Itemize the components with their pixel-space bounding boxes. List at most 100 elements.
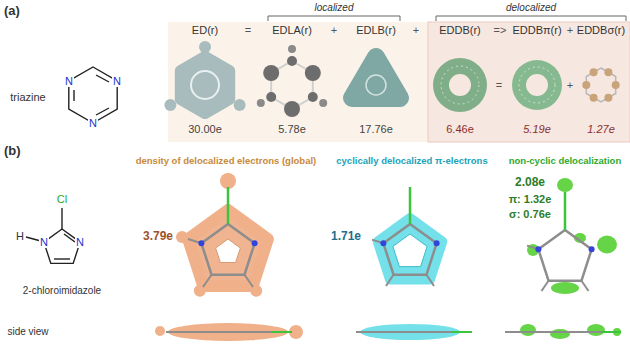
atom-symbol: H bbox=[16, 230, 24, 243]
electron-count: 5.78e bbox=[278, 123, 306, 136]
atom-symbol: N bbox=[39, 236, 49, 249]
non-cyclic-density bbox=[551, 282, 579, 294]
molecule-skeleton bbox=[383, 224, 436, 275]
atom-symbol: N bbox=[64, 75, 74, 88]
hydrogen-bond-stick bbox=[542, 281, 549, 291]
localized-density bbox=[266, 92, 276, 102]
localized-density bbox=[287, 56, 297, 66]
atom-symbol: N bbox=[75, 236, 85, 249]
hydrogen-bond-stick bbox=[245, 275, 254, 287]
sigma-density bbox=[582, 81, 590, 89]
surface-highlight bbox=[366, 75, 386, 95]
panel-letter: (a) bbox=[4, 4, 20, 19]
hydrogen-bond-stick bbox=[203, 275, 212, 287]
sigma-density bbox=[612, 81, 620, 89]
side-view-density bbox=[520, 324, 536, 336]
nitrogen-atom bbox=[589, 246, 595, 252]
electron-count: 17.76e bbox=[359, 123, 393, 136]
localized-density bbox=[305, 65, 321, 81]
group-heading: delocalized bbox=[506, 2, 556, 14]
electron-count: 30.00e bbox=[188, 123, 222, 136]
single-bond bbox=[26, 237, 39, 241]
group-bracket bbox=[268, 16, 400, 21]
nitrogen-atom bbox=[252, 240, 258, 246]
electron-count: π: 1.32e bbox=[509, 193, 552, 206]
side-view-skeleton bbox=[166, 331, 272, 333]
surface-highlight bbox=[441, 66, 479, 104]
density-lobe bbox=[220, 173, 236, 189]
non-cyclic-density bbox=[597, 236, 617, 254]
nitrogen-atom bbox=[198, 240, 204, 246]
side-view-density bbox=[587, 324, 605, 336]
localized-density bbox=[319, 99, 327, 107]
hydrogen-bond-stick bbox=[582, 281, 589, 291]
cyclic-pi-density bbox=[378, 218, 443, 280]
molecule-skeleton bbox=[201, 224, 254, 275]
molecule-name: 2-chloroimidazole bbox=[23, 285, 101, 297]
operator: + bbox=[413, 24, 419, 37]
nitrogen-atom bbox=[380, 240, 386, 246]
electron-count: σ: 0.76e bbox=[509, 208, 551, 221]
background-band bbox=[168, 22, 630, 142]
delocalized-band bbox=[428, 22, 630, 142]
atom-symbol: Cl bbox=[57, 193, 67, 206]
single-bond bbox=[61, 208, 62, 229]
pi-density bbox=[512, 60, 562, 110]
formula-term: EDLB(r) bbox=[356, 24, 396, 37]
ring-bond bbox=[69, 67, 117, 123]
double-bond bbox=[96, 108, 109, 115]
group-bracket bbox=[436, 16, 626, 21]
side-view-skeleton bbox=[272, 331, 292, 333]
sigma-density bbox=[590, 94, 598, 102]
double-bond bbox=[73, 90, 74, 101]
ring-hole bbox=[393, 234, 427, 267]
electron-count: 1.71e bbox=[331, 230, 361, 244]
operator: + bbox=[567, 24, 573, 37]
side-view-skeleton bbox=[602, 331, 621, 333]
electron-count: 2.08e bbox=[515, 176, 545, 190]
side-view-skeleton bbox=[505, 331, 602, 333]
density-lobe bbox=[234, 99, 246, 111]
double-bond bbox=[96, 75, 109, 82]
operator: + bbox=[331, 24, 337, 37]
formula-term: EDDB(r) bbox=[439, 24, 481, 37]
double-bond bbox=[54, 258, 70, 259]
localized-density bbox=[257, 99, 265, 107]
surface-highlight bbox=[519, 67, 555, 103]
density-lobe bbox=[164, 99, 176, 111]
operator: = bbox=[496, 79, 502, 92]
localized-density bbox=[284, 101, 300, 117]
electron-count: 1.27e bbox=[587, 123, 615, 136]
group-heading: localized bbox=[315, 2, 354, 14]
electron-count: 6.46e bbox=[446, 123, 474, 136]
view-label: side view bbox=[7, 326, 48, 338]
chlorine-bond bbox=[409, 187, 412, 224]
side-view-skeleton bbox=[356, 331, 452, 333]
operator: + bbox=[567, 79, 573, 92]
chlorine-bond bbox=[564, 192, 567, 230]
panel-heading: non-cyclic delocalization bbox=[509, 156, 621, 167]
side-view-skeleton bbox=[452, 331, 472, 333]
nitrogen-atom bbox=[434, 240, 440, 246]
atom-symbol: N bbox=[112, 75, 122, 88]
formula-term: ED(r) bbox=[192, 24, 218, 37]
formula-term: EDDBσ(r) bbox=[577, 24, 625, 37]
non-cyclic-density bbox=[557, 178, 573, 192]
electron-density-surface bbox=[181, 57, 229, 113]
surface-highlight bbox=[191, 71, 219, 99]
formula-term: EDDBπ(r) bbox=[512, 24, 561, 37]
electron-count: 5.19e bbox=[523, 123, 551, 136]
operator: = bbox=[245, 24, 251, 37]
panel-heading: cyclically delocalized π-electrons bbox=[336, 156, 487, 167]
hydrogen-bond-stick bbox=[427, 275, 435, 286]
sigma-density bbox=[604, 68, 612, 76]
nitrogen-atom bbox=[535, 246, 541, 252]
double-bond bbox=[64, 234, 75, 242]
formula-term: EDLA(r) bbox=[272, 24, 312, 37]
molecule-name: triazine bbox=[10, 91, 45, 104]
delocalized-density bbox=[433, 58, 487, 112]
side-view-density bbox=[155, 326, 165, 336]
localized-density bbox=[308, 92, 318, 102]
sigma-density bbox=[590, 68, 598, 76]
